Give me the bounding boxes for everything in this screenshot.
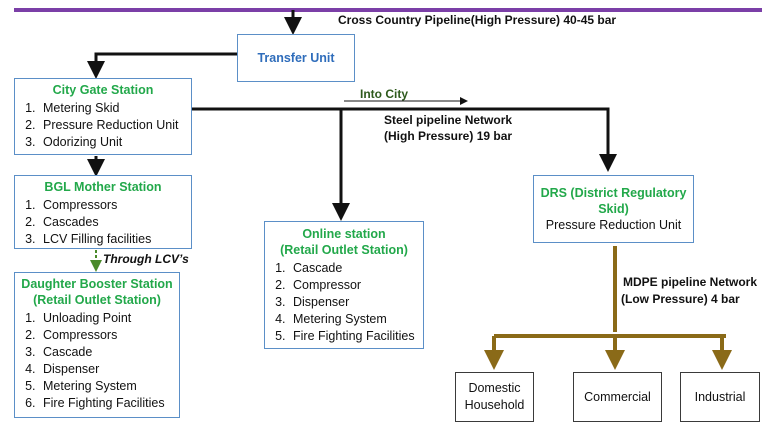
through-lcv-label: Through LCV’s — [103, 252, 189, 266]
cross-country-label: Cross Country Pipeline(High Pressure) 40… — [338, 13, 617, 27]
transfer-unit-box: Transfer Unit — [237, 34, 355, 82]
daughter-title-line2: (Retail Outlet Station) — [33, 293, 161, 307]
list-item: Unloading Point — [39, 310, 179, 327]
list-item: Fire Fighting Facilities — [39, 395, 179, 412]
list-item: Dispenser — [39, 361, 179, 378]
arrow-to-city-gate — [87, 52, 237, 79]
domestic-line2: Household — [464, 398, 525, 412]
drs-subtitle: Pressure Reduction Unit — [545, 218, 682, 232]
list-item: Metering System — [289, 311, 423, 328]
daughter-booster-station-box: Daughter Booster Station (Retail Outlet … — [14, 272, 180, 418]
list-item: Metering Skid — [39, 100, 191, 117]
commercial-label: Commercial — [584, 389, 651, 404]
online-title-line2: (Retail Outlet Station) — [280, 243, 408, 257]
steel-network-label-line1: Steel pipeline Network — [384, 113, 513, 127]
mdpe-label-line2: (Low Pressure) 4 bar — [621, 292, 740, 306]
city-gate-station-box: City Gate Station Metering Skid Pressure… — [14, 78, 192, 155]
list-item: Metering System — [39, 378, 179, 395]
list-item: Odorizing Unit — [39, 134, 191, 151]
industrial-label: Industrial — [694, 389, 746, 404]
list-item: Cascades — [39, 214, 191, 231]
city-gate-title: City Gate Station — [52, 83, 154, 97]
drs-title-line1: DRS (District Regulatory — [540, 186, 687, 200]
drs-box: DRS (District Regulatory Skid) Pressure … — [533, 175, 694, 243]
city-gate-list: Metering Skid Pressure Reduction Unit Od… — [15, 100, 191, 151]
list-item: Compressors — [39, 327, 179, 344]
list-item: Fire Fighting Facilities — [289, 328, 423, 345]
into-city-label: Into City — [360, 87, 408, 101]
domestic-household-box: Domestic Household — [455, 372, 534, 422]
bgl-mother-title: BGL Mother Station — [44, 180, 162, 194]
industrial-box: Industrial — [680, 372, 760, 422]
list-item: LCV Filling facilities — [39, 231, 191, 248]
list-item: Compressors — [39, 197, 191, 214]
online-title-line1: Online station — [302, 227, 386, 241]
list-item: Pressure Reduction Unit — [39, 117, 191, 134]
commercial-box: Commercial — [573, 372, 662, 422]
steel-network-label-line2: (High Pressure) 19 bar — [384, 129, 513, 143]
daughter-title-line1: Daughter Booster Station — [21, 277, 173, 291]
mdpe-label-line1: MDPE pipeline Network — [623, 275, 758, 289]
transfer-unit-title: Transfer Unit — [257, 51, 335, 65]
domestic-line1: Domestic — [468, 381, 521, 395]
bgl-mother-station-box: BGL Mother Station Compressors Cascades … — [14, 175, 192, 249]
bgl-mother-list: Compressors Cascades LCV Filling facilit… — [15, 197, 191, 248]
online-list: Cascade Compressor Dispenser Metering Sy… — [265, 260, 423, 345]
daughter-list: Unloading Point Compressors Cascade Disp… — [15, 310, 179, 412]
list-item: Dispenser — [289, 294, 423, 311]
list-item: Compressor — [289, 277, 423, 294]
drs-title-line2: Skid) — [598, 202, 629, 216]
list-item: Cascade — [39, 344, 179, 361]
list-item: Cascade — [289, 260, 423, 277]
online-station-box: Online station (Retail Outlet Station) C… — [264, 221, 424, 349]
steel-network-line — [192, 107, 617, 172]
